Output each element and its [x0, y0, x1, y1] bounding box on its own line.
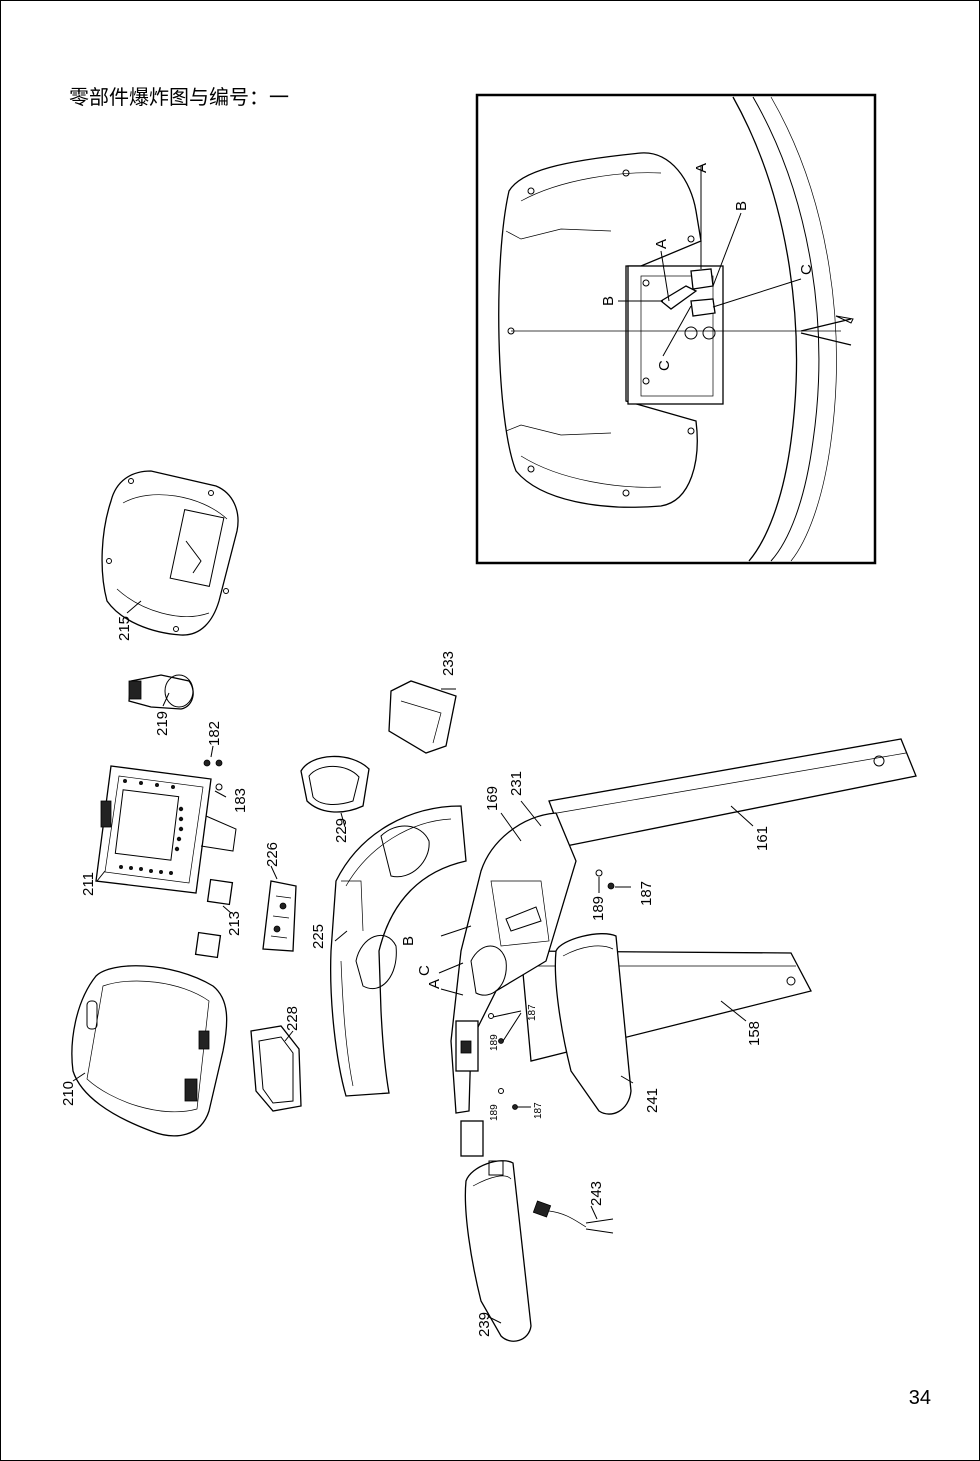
part-label-239: 239 [476, 1312, 493, 1337]
inset-detail-view: A B C A B C [475, 93, 877, 565]
part-label-189-b: 189 [489, 1034, 500, 1051]
inset-label-b-left: B [600, 296, 617, 306]
inset-label-c-inner: C [656, 360, 673, 371]
parts-182-183-screws: 182 183 [203, 721, 249, 813]
part-label-a: A [426, 979, 443, 989]
part-229-cup-holder: 229 [300, 755, 370, 843]
part-label-225: 225 [310, 924, 327, 949]
part-label-211: 211 [80, 872, 97, 896]
part-239-upright-cover: 239 [464, 1160, 532, 1342]
inset-label-b-right: B [733, 201, 750, 211]
part-label-231: 231 [508, 771, 525, 796]
part-210-display-front-cover: 210 [60, 965, 228, 1137]
page-title: 零部件爆炸图与编号：一 [69, 85, 289, 109]
part-label-b: B [400, 936, 417, 946]
part-label-189-c: 189 [489, 1104, 500, 1121]
parts-187-189-bolts-washers: 189 187 187 189 189 187 [488, 869, 655, 1121]
part-213-small-covers: 213 [194, 878, 243, 959]
part-label-226: 226 [264, 842, 281, 867]
part-label-215: 215 [116, 616, 133, 641]
part-label-233: 233 [440, 651, 457, 676]
part-225-handrail-frame: 225 [310, 805, 467, 1097]
part-label-210: 210 [60, 1081, 77, 1106]
part-label-187-a: 187 [638, 881, 655, 906]
part-label-182: 182 [206, 721, 223, 746]
part-label-c: C [416, 965, 433, 976]
part-label-213: 213 [226, 911, 243, 936]
part-label-241: 241 [644, 1088, 661, 1113]
parts-169-231-upright-assembly: 169 231 B C A [400, 771, 577, 1157]
part-233-cover-plate: 233 [388, 651, 457, 754]
part-label-187-c: 187 [533, 1102, 544, 1119]
part-243-sensor-clip: 243 [532, 1181, 614, 1234]
part-label-169: 169 [484, 786, 501, 811]
part-219-bracket: 219 [128, 674, 194, 736]
inset-label-a-inner: A [653, 239, 670, 249]
part-226-mount-bracket: 226 [262, 842, 297, 952]
part-label-228: 228 [284, 1006, 301, 1031]
part-label-229: 229 [333, 818, 350, 843]
part-211-console-electronics-panel: 211 [80, 765, 237, 896]
inset-label-c-right: C [798, 264, 815, 275]
part-label-219: 219 [154, 711, 171, 736]
part-label-158: 158 [746, 1021, 763, 1046]
part-label-189-a: 189 [590, 896, 607, 921]
part-label-187-b: 187 [527, 1004, 538, 1021]
page-number: 34 [908, 1387, 931, 1409]
part-label-161: 161 [754, 826, 771, 851]
part-241-side-cover: 241 [554, 933, 661, 1115]
part-label-243: 243 [588, 1181, 605, 1206]
inset-label-a-top: A [693, 163, 710, 173]
part-215-console-back-cover: 215 [101, 470, 239, 641]
part-228-tray: 228 [250, 1006, 302, 1112]
part-label-183: 183 [232, 788, 249, 813]
